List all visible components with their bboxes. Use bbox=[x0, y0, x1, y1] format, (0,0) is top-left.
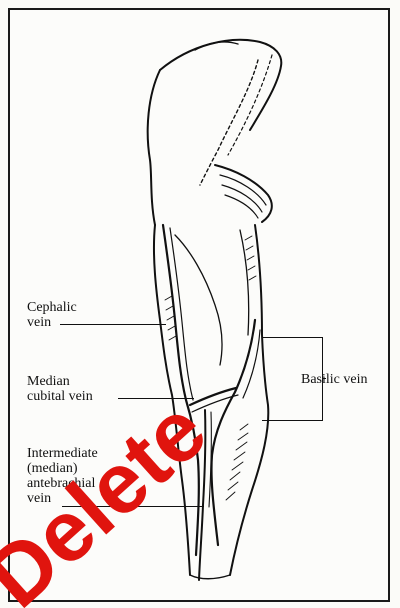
svg-text:Delete: Delete bbox=[0, 382, 225, 608]
